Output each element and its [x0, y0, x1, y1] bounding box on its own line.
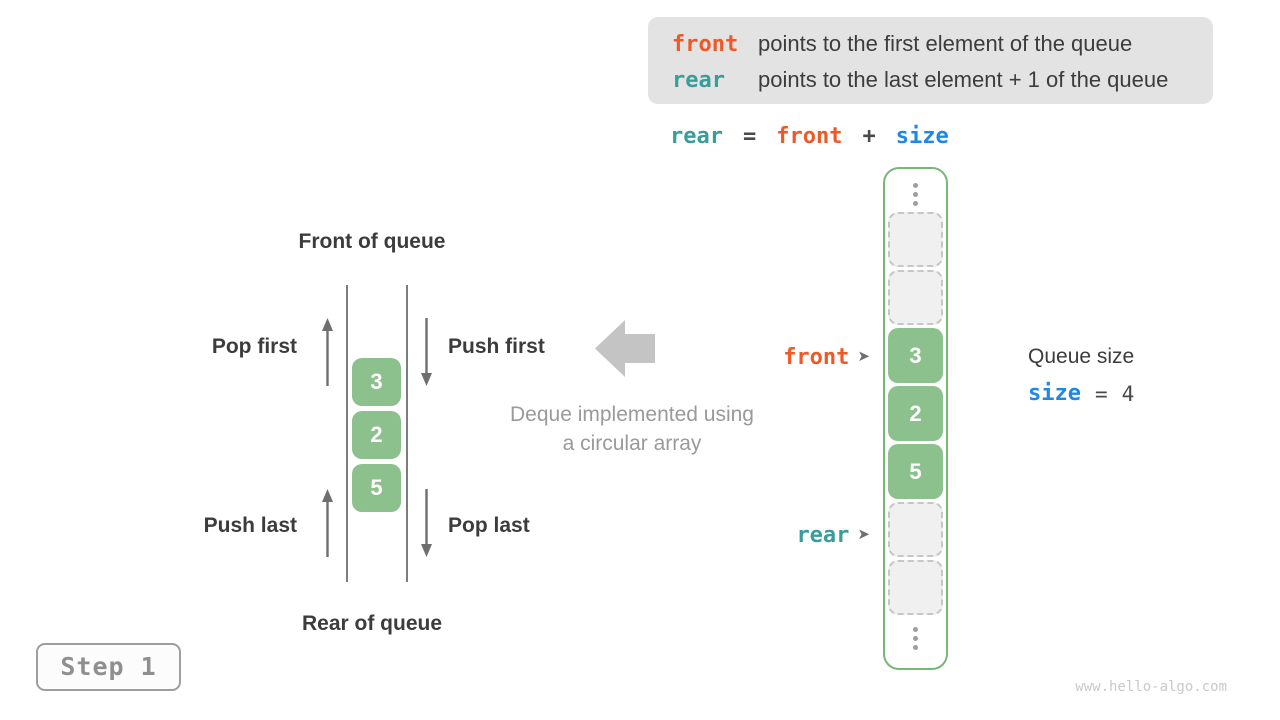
queue-size-title: Queue size — [1028, 345, 1135, 368]
array-cell — [888, 502, 943, 557]
array-cell: 3 — [888, 328, 943, 383]
caption-line-1: Deque implemented using — [510, 403, 754, 426]
size-equals: = — [1094, 381, 1108, 406]
pop-last-label: Pop last — [448, 514, 530, 537]
push-last-label: Push last — [203, 514, 297, 537]
rear-keyword: rear — [672, 68, 725, 93]
down-arrow-icon — [421, 318, 432, 386]
array-cell: 5 — [888, 444, 943, 499]
channel-right-line — [406, 285, 408, 582]
rear-of-queue-label: Rear of queue — [301, 612, 443, 635]
front-definition-row: front points to the first element of the … — [672, 26, 1213, 62]
front-pointer-label: front — [783, 344, 850, 370]
rear-formula: rear = front + size — [670, 121, 949, 151]
array-cell — [888, 560, 943, 615]
caption-line-2: a circular array — [562, 432, 702, 455]
formula-size: size — [895, 123, 949, 149]
rear-pointer-label: rear — [796, 522, 850, 548]
front-pointer: front ➤ — [745, 344, 870, 370]
formula-front: front — [776, 123, 843, 149]
rear-pointer: rear ➤ — [745, 522, 870, 548]
right-arrowhead-icon: ➤ — [857, 348, 870, 365]
down-arrow-icon — [421, 489, 432, 557]
formula-plus: + — [862, 123, 876, 149]
up-arrow-icon — [322, 489, 333, 557]
watermark: www.hello-algo.com — [1075, 679, 1227, 695]
circular-array: 3 2 5 — [883, 167, 948, 670]
pop-first-label: Pop first — [211, 335, 297, 358]
ellipsis-icon — [885, 627, 946, 650]
size-variable: size — [1028, 381, 1081, 406]
array-cell — [888, 212, 943, 267]
front-keyword: front — [672, 32, 739, 57]
pointer-definitions-box: front points to the first element of the … — [648, 17, 1213, 104]
up-arrow-icon — [322, 318, 333, 386]
queue-cell: 2 — [352, 411, 401, 459]
queue-cell: 5 — [352, 464, 401, 512]
diagram-caption: Deque implemented using a circular array — [482, 400, 782, 458]
formula-rear: rear — [670, 123, 723, 149]
big-left-arrow-icon — [595, 320, 655, 377]
front-definition-text: points to the first element of the queue — [758, 31, 1133, 56]
right-arrowhead-icon: ➤ — [857, 526, 870, 543]
push-first-label: Push first — [448, 335, 545, 358]
formula-equals: = — [742, 123, 757, 149]
rear-definition-text: points to the last element + 1 of the qu… — [758, 67, 1169, 92]
step-badge: Step 1 — [36, 643, 181, 691]
array-cell: 2 — [888, 386, 943, 441]
front-of-queue-label: Front of queue — [298, 230, 446, 253]
queue-size-value-row: size = 4 — [1028, 381, 1134, 406]
size-value: 4 — [1121, 381, 1135, 406]
array-cell — [888, 270, 943, 325]
rear-definition-row: rear points to the last element + 1 of th… — [672, 62, 1213, 98]
ellipsis-icon — [885, 183, 946, 206]
channel-left-line — [346, 285, 348, 582]
queue-cell: 3 — [352, 358, 401, 406]
